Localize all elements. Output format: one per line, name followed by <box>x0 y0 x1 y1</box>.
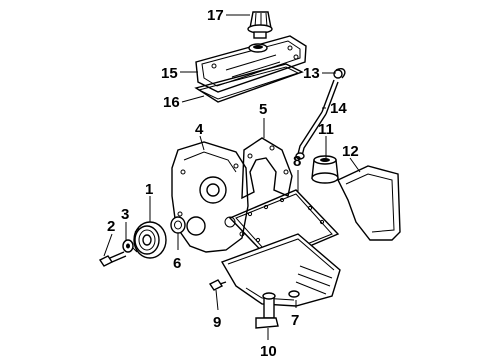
callout-7: 7 <box>291 312 299 329</box>
callout-3: 3 <box>121 206 129 223</box>
balancer-bolt <box>98 251 127 267</box>
callout-16: 16 <box>163 94 180 111</box>
callout-6: 6 <box>173 255 181 272</box>
callout-2: 2 <box>107 218 115 235</box>
timing-cover-gasket <box>241 137 293 200</box>
oil-dipstick <box>321 68 346 115</box>
callout-11: 11 <box>318 121 334 138</box>
callout-14: 14 <box>330 100 347 117</box>
valve-cover <box>195 35 307 93</box>
crankshaft-balancer <box>132 221 167 259</box>
callout-8: 8 <box>293 153 301 170</box>
callout-12: 12 <box>342 143 359 160</box>
callout-labels: 1 2 3 4 5 6 7 8 9 10 11 12 13 14 15 16 1… <box>107 7 359 360</box>
dipstick-tube <box>295 111 327 160</box>
oil-pan-baffle <box>337 165 401 241</box>
callout-13: 13 <box>303 65 320 82</box>
callout-5: 5 <box>259 101 267 118</box>
valve-cover-gasket <box>194 63 304 103</box>
callout-10: 10 <box>260 343 277 360</box>
callout-4: 4 <box>195 121 204 138</box>
oil-drain-plug <box>208 279 227 291</box>
balancer-washer <box>122 239 134 253</box>
oil-pump-pickup <box>255 292 279 329</box>
front-crank-seal <box>170 216 186 234</box>
oil-pan <box>220 233 341 307</box>
callout-15: 15 <box>161 65 178 82</box>
leader-lines <box>103 14 361 340</box>
timing-cover <box>171 141 249 253</box>
callout-1: 1 <box>145 181 153 198</box>
callout-17: 17 <box>207 7 224 24</box>
oil-filler-cap <box>247 11 273 39</box>
callout-9: 9 <box>213 314 221 331</box>
oil-filter <box>311 155 339 184</box>
